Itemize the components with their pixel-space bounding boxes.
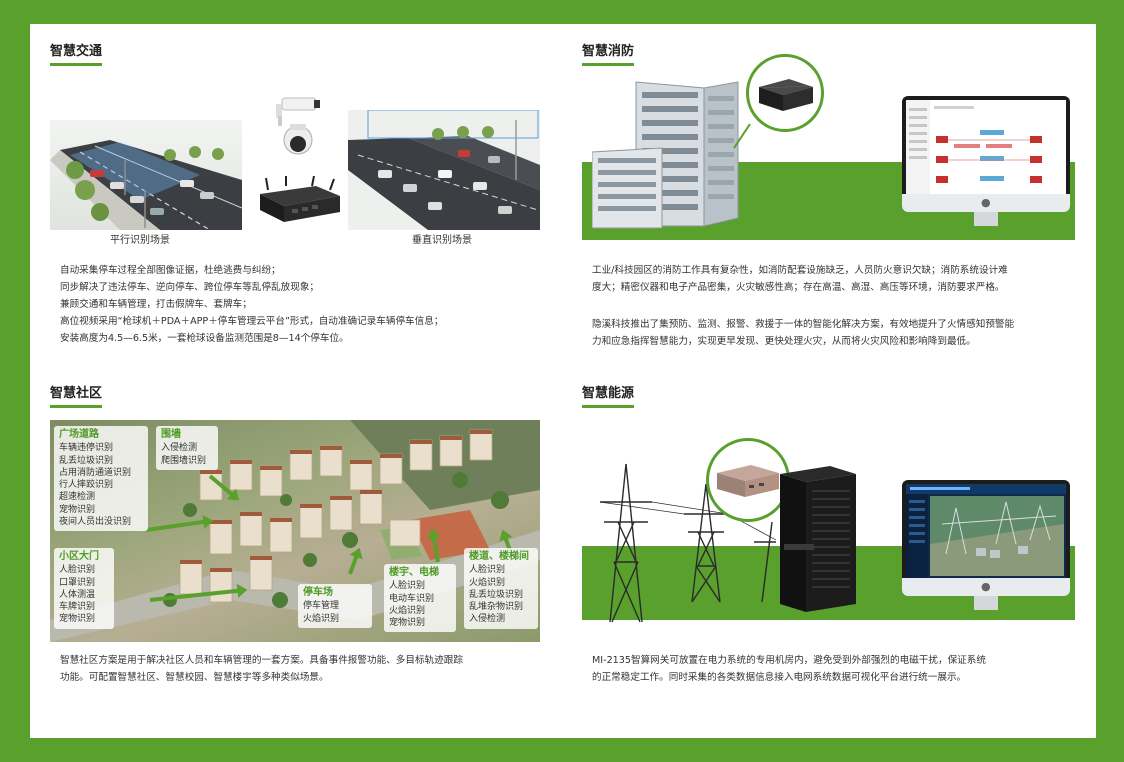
fire-dashboard-image <box>906 100 1042 194</box>
label-box-gate: 小区大门 人脸识别 口罩识别 人体测温 车牌识别 宠物识别 <box>54 548 114 629</box>
fire-line: 力和应急指挥智慧能力，实现更早发现、更快处理火灾，从而将火灾风险和影响降到最低。 <box>592 336 976 347</box>
label-box-building: 楼宇、电梯 人脸识别 电动车识别 火焰识别 宠物识别 <box>384 564 456 633</box>
traffic-line: 安装高度为4.5—6.5米，一套枪球设备监测范围是8—14个停车位。 <box>60 333 349 344</box>
label-box-title: 小区大门 <box>59 551 99 562</box>
label-box-parking: 停车场 停车管理 火焰识别 <box>298 584 372 628</box>
label-box-stairs: 楼道、楼梯间 人脸识别 火焰识别 乱丢垃圾识别 乱堆杂物识别 入侵检测 <box>464 548 538 629</box>
caption-parallel: 平行识别场景 <box>110 235 170 246</box>
traffic-line: 同步解决了违法停车、逆向停车、跨位停车等乱停乱放现象； <box>60 282 320 293</box>
section-title-energy: 智慧能源 <box>582 386 635 408</box>
parallel-scene-image <box>50 120 242 230</box>
label-item: 人体测温 <box>59 589 96 600</box>
community-description: 智慧社区方案是用于解决社区人员和车辆管理的一套方案。具备事件报警功能、多目标轨迹… <box>60 652 463 686</box>
energy-monitor-screen <box>906 484 1066 578</box>
community-aerial-image: 广场道路 车辆违停识别 乱丢垃圾识别 占用消防通道识别 行人摔跤识别 超速检测 … <box>50 420 540 642</box>
section-title-fire: 智慧消防 <box>582 44 635 66</box>
section-title-community: 智慧社区 <box>50 386 103 408</box>
label-item: 乱丢垃圾识别 <box>59 455 114 466</box>
gateway-device-icon <box>759 79 813 111</box>
energy-device-badge <box>706 438 790 522</box>
label-box-title: 楼道、楼梯间 <box>469 551 529 562</box>
fire-line: 隐溪科技推出了集预防、监测、报警、救援于一体的智能化解决方案，有效地提升了火情感… <box>592 319 1015 330</box>
monitor-stand <box>974 212 998 226</box>
community-line: 功能。可配置智慧社区、智慧校园、智慧楼宇等多种类似场景。 <box>60 672 329 683</box>
label-box-title: 围墙 <box>161 429 181 440</box>
server-cabinet-image <box>780 466 856 612</box>
label-item: 停车管理 <box>303 601 340 612</box>
vertical-scene-image <box>348 110 540 230</box>
monitor-chin: ● <box>902 578 1070 596</box>
fire-line: 工业/科技园区的消防工作具有复杂性，如消防配套设施缺乏，人员防火意识欠缺；消防系… <box>592 265 1008 276</box>
label-item: 入侵检测 <box>161 443 198 454</box>
label-item: 口罩识别 <box>59 577 96 588</box>
traffic-line: 兼顾交通和车辆管理，打击假牌车、套牌车； <box>60 299 252 310</box>
label-item: 火焰识别 <box>469 577 506 588</box>
power-towers-image <box>599 463 776 623</box>
label-box-title: 楼宇、电梯 <box>389 567 439 578</box>
label-item: 宠物识别 <box>389 618 426 629</box>
aluminum-gateway-icon <box>717 465 779 497</box>
energy-monitor: ● <box>902 480 1070 596</box>
apple-logo-icon: ● <box>981 196 991 209</box>
label-item: 夜间人员出没识别 <box>59 517 132 528</box>
label-item: 人脸识别 <box>469 565 506 576</box>
fire-description-1: 工业/科技园区的消防工作具有复杂性，如消防配套设施缺乏，人员防火意识欠缺；消防系… <box>592 262 1008 296</box>
caption-vertical: 垂直识别场景 <box>412 235 472 246</box>
connector-line <box>733 123 751 149</box>
label-item: 宠物识别 <box>59 614 96 625</box>
label-item: 电动车识别 <box>389 593 435 604</box>
label-item: 入侵检测 <box>469 614 506 625</box>
energy-description: MI-2135智算网关可放置在电力系统的专用机房内，避免受到外部强烈的电磁干扰，… <box>592 652 986 686</box>
device-badge <box>746 54 824 132</box>
traffic-line: 自动采集停车过程全部图像证据，杜绝逃费与纠纷； <box>60 265 281 276</box>
label-item: 行人摔跤识别 <box>59 480 114 491</box>
label-item: 人脸识别 <box>389 581 426 592</box>
label-item: 火焰识别 <box>303 613 340 624</box>
label-item: 乱堆杂物识别 <box>469 602 524 613</box>
monitor-chin: ● <box>902 194 1070 212</box>
label-item: 车辆违停识别 <box>59 443 114 454</box>
traffic-description: 自动采集停车过程全部图像证据，杜绝逃费与纠纷； 同步解决了违法停车、逆向停车、跨… <box>60 262 443 347</box>
label-item: 占用消防通道识别 <box>59 467 132 478</box>
label-box-title: 广场道路 <box>59 429 99 440</box>
office-building-image <box>592 81 739 229</box>
label-item: 宠物识别 <box>59 504 96 515</box>
energy-line: 的正常稳定工作。同时采集的各类数据信息接入电网系统数据可视化平台进行统一展示。 <box>592 672 967 683</box>
community-line: 智慧社区方案是用于解决社区人员和车辆管理的一套方案。具备事件报警功能、多目标轨迹… <box>60 655 463 666</box>
fire-description-2: 隐溪科技推出了集预防、监测、报警、救援于一体的智能化解决方案，有效地提升了火情感… <box>592 316 1014 350</box>
label-box-fence: 围墙 入侵检测 爬围墙识别 <box>156 426 218 470</box>
power-dashboard-image <box>906 484 1066 578</box>
fire-line: 度大；精密仪器和电子产品密集，火灾敏感性高；存在高温、高湿、高压等环境，消防要求… <box>592 282 1005 293</box>
label-item: 火焰识别 <box>389 605 426 616</box>
traffic-line: 高位视频采用“枪球机＋PDA＋APP＋停车管理云平台”形式，自动准确记录车辆停车… <box>60 316 444 327</box>
label-box-square: 广场道路 车辆违停识别 乱丢垃圾识别 占用消防通道识别 行人摔跤识别 超速检测 … <box>54 426 148 532</box>
apple-logo-icon: ● <box>981 580 991 593</box>
label-item: 乱丢垃圾识别 <box>469 589 524 600</box>
edge-box-device-icon <box>260 176 340 222</box>
label-item: 超速检测 <box>59 492 96 503</box>
label-item: 车牌识别 <box>59 602 96 613</box>
monitor-stand <box>974 596 998 610</box>
label-item: 人脸识别 <box>59 565 96 576</box>
section-title-traffic: 智慧交通 <box>50 44 103 66</box>
energy-line: MI-2135智算网关可放置在电力系统的专用机房内，避免受到外部强烈的电磁干扰，… <box>592 655 986 666</box>
fire-monitor-screen <box>906 100 1066 194</box>
fire-monitor: ● <box>902 96 1070 212</box>
ptz-camera-icon <box>276 97 320 155</box>
label-item: 爬围墙识别 <box>161 455 207 466</box>
label-box-title: 停车场 <box>303 587 333 598</box>
brochure-page: 智慧交通 平行识别场景 <box>30 24 1096 738</box>
